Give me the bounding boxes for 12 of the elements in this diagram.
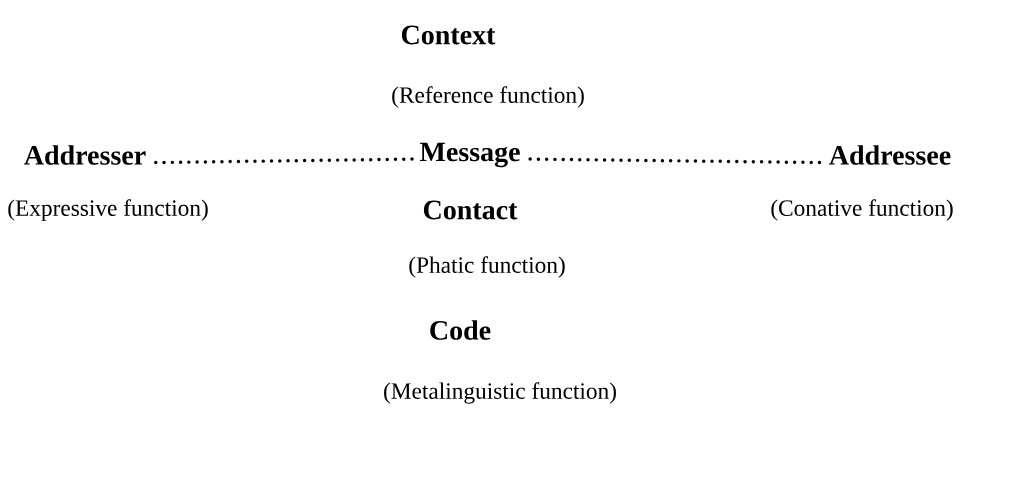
- node-label: Code: [430, 320, 491, 340]
- node-label: Message: [419, 142, 520, 168]
- function-label: (Phatic function): [409, 256, 565, 278]
- function-label: (Metalinguistic function): [384, 382, 616, 404]
- function-label: (Reference function): [392, 86, 584, 108]
- node-label: Context: [401, 25, 496, 45]
- dotted-line: [154, 157, 416, 165]
- node-label: Addresser: [24, 145, 146, 165]
- node-label: Addressee: [829, 145, 951, 165]
- node-label: Contact: [423, 200, 518, 220]
- function-label: (Expressive function): [8, 199, 208, 221]
- function-label: (Conative function): [771, 199, 953, 221]
